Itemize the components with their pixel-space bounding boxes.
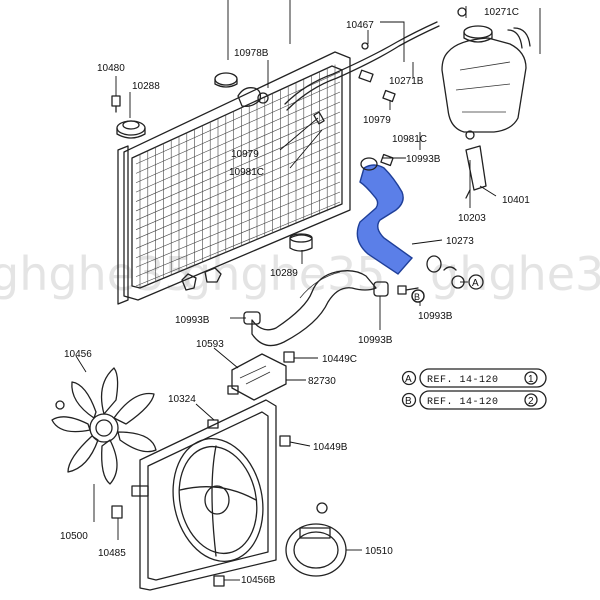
reference-a: A REF. 14-120 1 — [401, 368, 547, 388]
label-10485: 10485 — [98, 548, 126, 559]
label-10981c-right: 10981C — [392, 134, 427, 145]
label-10271c: 10271C — [484, 7, 519, 18]
label-10324: 10324 — [168, 394, 196, 405]
bolt-10203 — [465, 130, 475, 140]
overflow-tube-edge — [286, 25, 440, 111]
leader-lines — [75, 0, 541, 581]
reference-b: B REF. 14-120 2 — [401, 390, 547, 410]
marker-a: A — [460, 274, 484, 290]
overflow-tube — [284, 21, 438, 105]
label-10993b-right: 10993B — [418, 311, 453, 322]
lower-radiator-hose — [243, 270, 389, 347]
label-10271b: 10271B — [389, 76, 424, 87]
bolt-10456b — [213, 575, 225, 587]
label-10979-right: 10979 — [363, 115, 391, 126]
label-10467: 10467 — [346, 20, 374, 31]
label-10203: 10203 — [458, 213, 486, 224]
drain-plug — [111, 95, 121, 113]
label-10401: 10401 — [502, 195, 530, 206]
reservoir-tank — [441, 7, 531, 133]
label-10456: 10456 — [64, 349, 92, 360]
reference-legend: A REF. 14-120 1 B REF. 14-120 2 — [401, 368, 547, 410]
reference-a-text: REF. 14-120 — [427, 375, 499, 386]
label-10456b: 10456B — [241, 575, 276, 586]
radiator — [117, 51, 351, 305]
label-10979-left: 10979 — [231, 149, 259, 160]
label-10289: 10289 — [270, 268, 298, 279]
reference-b-text: REF. 14-120 — [427, 397, 499, 408]
svg-text:A: A — [472, 278, 479, 289]
svg-text:B: B — [414, 292, 420, 302]
label-10593: 10593 — [196, 339, 224, 350]
label-10500: 10500 — [60, 531, 88, 542]
label-10978b: 10978B — [234, 48, 269, 59]
radiator-cap — [116, 120, 146, 139]
bolt-10449b — [279, 435, 291, 447]
watermark-right: ghghe35 — [430, 247, 600, 301]
label-10449c: 10449C — [322, 354, 357, 365]
resistor-connector — [227, 351, 295, 401]
reference-a-num: 1 — [528, 374, 534, 385]
label-82730: 82730 — [308, 376, 336, 387]
label-10273: 10273 — [446, 236, 474, 247]
label-10993b-mid: 10993B — [358, 335, 393, 346]
reference-a-marker: A — [405, 374, 412, 385]
label-10981c-left: 10981C — [229, 167, 264, 178]
label-10993b-top: 10993B — [406, 154, 441, 165]
fan-motor — [285, 502, 347, 577]
reference-b-marker: B — [405, 396, 412, 407]
label-10510: 10510 — [365, 546, 393, 557]
fan-shroud — [131, 399, 277, 591]
label-10449b: 10449B — [313, 442, 348, 453]
reservoir-bracket — [465, 145, 487, 199]
label-10480: 10480 — [97, 63, 125, 74]
hose-fittings-upper — [313, 42, 396, 167]
reference-b-num: 2 — [528, 396, 534, 407]
bolt-10485 — [111, 505, 123, 519]
label-10288: 10288 — [132, 81, 160, 92]
filler-cap — [214, 72, 269, 108]
cooling-fan — [51, 367, 157, 485]
radiator-fins — [135, 64, 341, 288]
upper-radiator-hose — [356, 157, 442, 275]
marker-b: B — [411, 289, 425, 303]
watermark-left: ghghe35 — [0, 247, 194, 301]
drain-cap-10289 — [289, 233, 313, 252]
label-10993b-left: 10993B — [175, 315, 210, 326]
